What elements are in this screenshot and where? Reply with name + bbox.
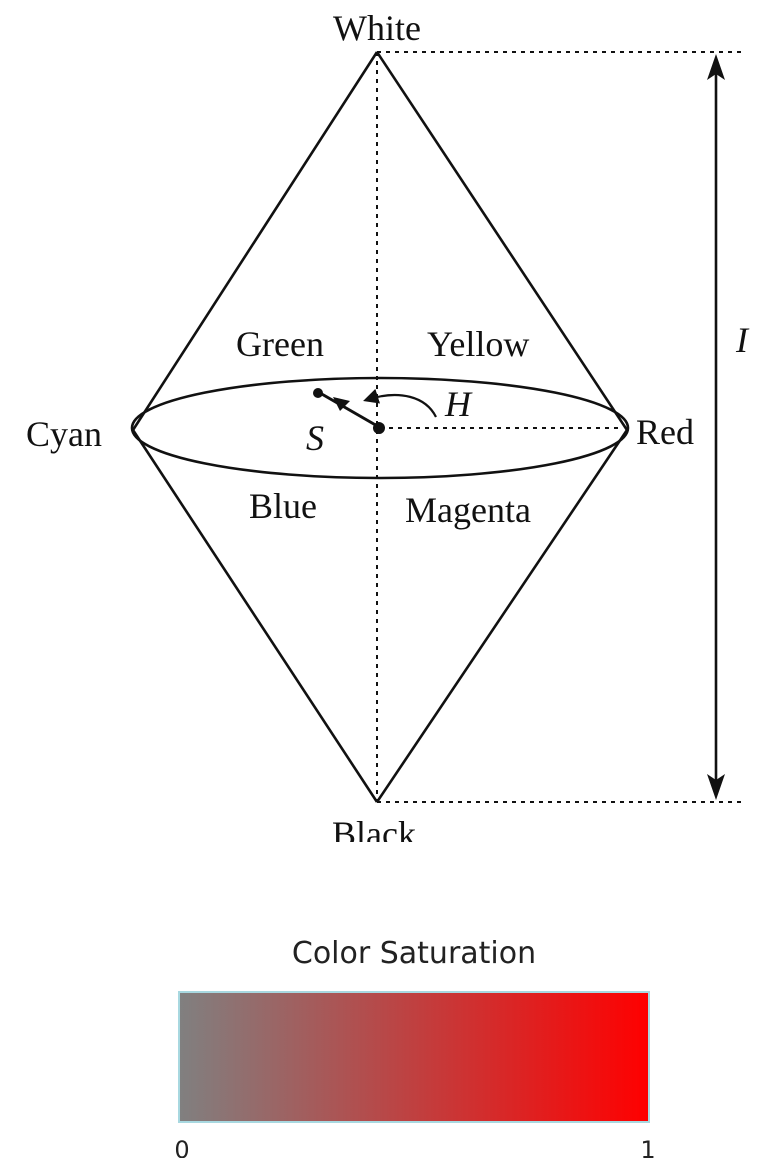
intensity-arrow — [707, 54, 725, 800]
hue-label-green: Green — [236, 324, 324, 364]
hue-label-magenta: Magenta — [405, 490, 531, 530]
saturation-min-label: 0 — [174, 1136, 189, 1158]
saturation-vector — [313, 388, 385, 434]
intensity-arrow-head-top — [707, 54, 725, 80]
hue-angle-arrow — [363, 388, 437, 418]
intensity-symbol: I — [735, 320, 750, 360]
vertex-label-cyan: Cyan — [26, 414, 102, 454]
saturation-max-label: 1 — [640, 1136, 655, 1158]
center-point — [373, 422, 385, 434]
hue-label-blue: Blue — [249, 486, 317, 526]
figure-crop-strip — [0, 842, 767, 882]
cone-edge-lower-left — [131, 429, 379, 803]
saturation-arrow-head — [333, 397, 350, 411]
dotted-guides — [376, 51, 745, 803]
color-point — [313, 388, 323, 398]
intensity-arrow-head-bottom — [707, 774, 725, 800]
hue-label-yellow: Yellow — [427, 324, 529, 364]
cone-edge-lower-right — [375, 429, 629, 803]
saturation-symbol: S — [306, 418, 324, 458]
saturation-legend-title: Color Saturation — [292, 936, 536, 971]
vertex-label-white: White — [333, 8, 421, 48]
cone-edge-upper-left — [131, 51, 379, 431]
hue-symbol: H — [444, 384, 473, 424]
vertex-label-red: Red — [636, 412, 694, 452]
saturation-gradient-bar — [178, 991, 650, 1123]
cone-edge-upper-right — [375, 51, 629, 431]
double-cone — [130, 51, 630, 803]
saturation-legend: Color Saturation 0 1 — [174, 936, 655, 1158]
hue-circle-ellipse — [130, 376, 630, 480]
